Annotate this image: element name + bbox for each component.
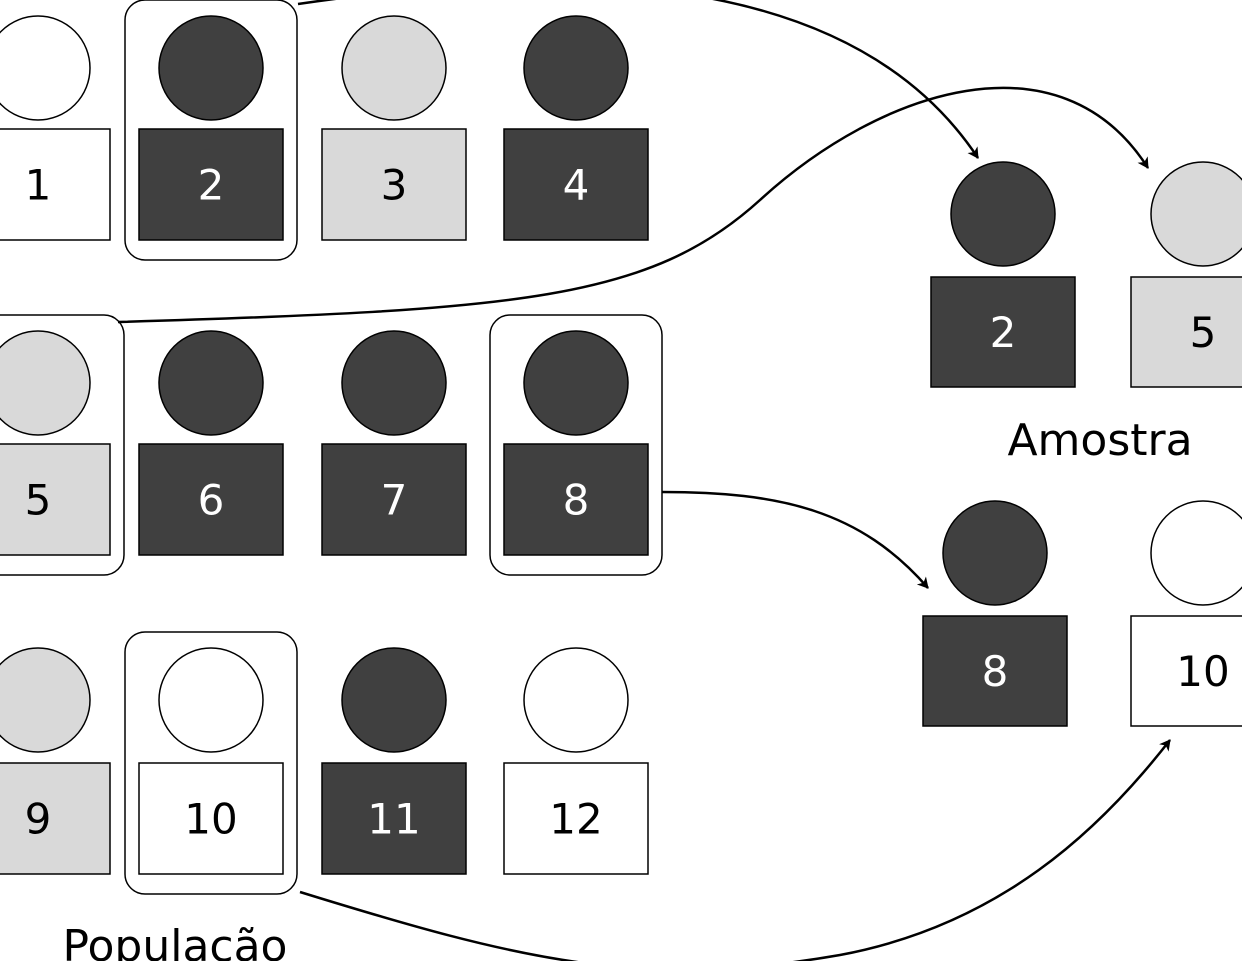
arrow-10-to-sample bbox=[299, 739, 1171, 961]
population-person-number: 1 bbox=[25, 161, 52, 210]
population-person-number: 8 bbox=[563, 476, 590, 525]
population-person-head bbox=[341, 330, 447, 436]
population-person-body bbox=[503, 762, 649, 875]
population-person-1: 1 bbox=[0, 15, 111, 241]
sample-person-head bbox=[950, 161, 1056, 267]
population-person-body bbox=[138, 128, 284, 241]
population-person-9: 9 bbox=[0, 647, 111, 875]
population-person-head bbox=[341, 15, 447, 121]
population-person-body bbox=[138, 762, 284, 875]
population-person-head bbox=[341, 647, 447, 753]
selection-arrows bbox=[117, 0, 1171, 961]
sample-person-head bbox=[1150, 161, 1242, 267]
population-person-8: 8 bbox=[503, 330, 649, 556]
population-person-body bbox=[321, 762, 467, 875]
sample-person-number: 8 bbox=[982, 647, 1009, 696]
population-person-10: 10 bbox=[138, 647, 284, 875]
population-person-number: 2 bbox=[198, 161, 225, 210]
arrow-5-to-sample bbox=[117, 86, 1150, 324]
sample-person-2: 2 bbox=[930, 161, 1076, 388]
population-person-number: 3 bbox=[381, 161, 408, 210]
population-person-12: 12 bbox=[503, 647, 649, 875]
population-person-head bbox=[158, 15, 264, 121]
population-person-head bbox=[158, 647, 264, 753]
sample-person-number: 2 bbox=[990, 308, 1017, 357]
population-person-number: 12 bbox=[549, 795, 602, 844]
sample-person-number: 5 bbox=[1190, 308, 1217, 357]
selection-frames bbox=[0, 0, 663, 895]
population-person-number: 10 bbox=[184, 795, 237, 844]
sample-person-body bbox=[930, 276, 1076, 388]
sample-person-8: 8 bbox=[922, 500, 1068, 727]
population-person-number: 7 bbox=[381, 476, 408, 525]
population-person-3: 3 bbox=[321, 15, 467, 241]
selection-frame-10 bbox=[124, 631, 298, 895]
population-person-7: 7 bbox=[321, 330, 467, 556]
population-person-number: 4 bbox=[563, 161, 590, 210]
population-person-number: 11 bbox=[367, 795, 420, 844]
population-person-number: 5 bbox=[25, 476, 52, 525]
population-person-body bbox=[503, 128, 649, 241]
selection-frame-8 bbox=[489, 314, 663, 576]
population-person-body bbox=[321, 128, 467, 241]
population-person-head bbox=[523, 330, 629, 436]
population-person-4: 4 bbox=[503, 15, 649, 241]
arrow-2-to-sample bbox=[297, 0, 980, 159]
population-person-body bbox=[321, 443, 467, 556]
selection-frame-5 bbox=[0, 314, 125, 576]
sample-group: 2 5 8 10 bbox=[922, 161, 1242, 727]
sample-person-5: 5 bbox=[1130, 161, 1242, 388]
population-person-body bbox=[0, 762, 111, 875]
sample-person-head bbox=[942, 500, 1048, 606]
population-person-body bbox=[0, 443, 111, 556]
population-person-11: 11 bbox=[321, 647, 467, 875]
selection-frame-2 bbox=[124, 0, 298, 261]
population-person-5: 5 bbox=[0, 330, 111, 556]
population-person-head bbox=[0, 647, 91, 753]
population-person-head bbox=[158, 330, 264, 436]
population-person-number: 9 bbox=[25, 795, 52, 844]
sample-label: Amostra bbox=[1007, 415, 1192, 466]
sample-person-body bbox=[1130, 615, 1242, 727]
sample-person-head bbox=[1150, 500, 1242, 606]
population-person-head bbox=[0, 15, 91, 121]
population-person-body bbox=[0, 128, 111, 241]
population-person-head bbox=[523, 647, 629, 753]
arrow-8-to-sample bbox=[661, 490, 929, 589]
sample-person-number: 10 bbox=[1176, 647, 1229, 696]
population-person-body bbox=[138, 443, 284, 556]
sample-person-body bbox=[1130, 276, 1242, 388]
population-person-6: 6 bbox=[138, 330, 284, 556]
population-person-head bbox=[0, 330, 91, 436]
sample-person-10: 10 bbox=[1130, 500, 1242, 727]
population-person-2: 2 bbox=[138, 15, 284, 241]
population-person-number: 6 bbox=[198, 476, 225, 525]
population-label: População bbox=[63, 921, 288, 961]
sample-person-body bbox=[922, 615, 1068, 727]
population-person-body bbox=[503, 443, 649, 556]
population-person-head bbox=[523, 15, 629, 121]
